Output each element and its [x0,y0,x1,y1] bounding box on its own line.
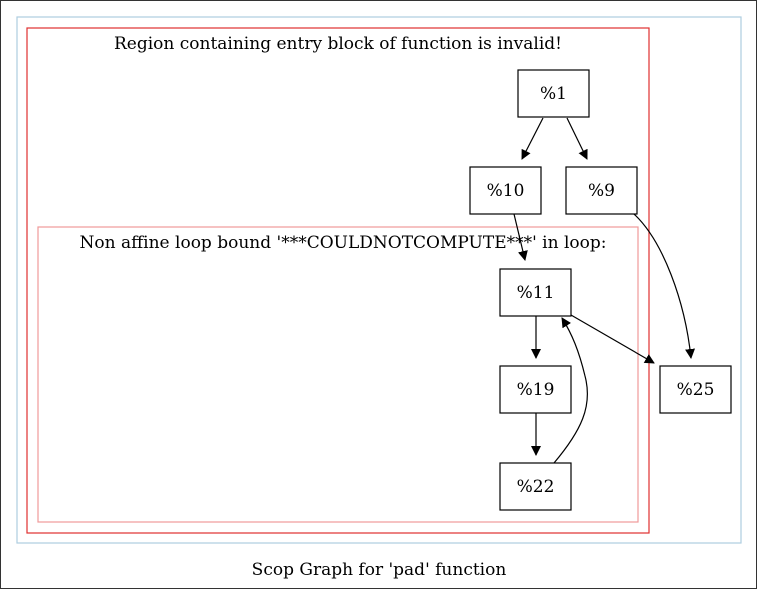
node-19: %19 [499,365,572,414]
edge-1-9 [566,117,588,160]
loop-cluster-label: Non affine loop bound '***COULDNOTCOMPUT… [80,233,607,253]
node-label: %11 [517,283,555,303]
edge-9-25 [633,213,696,359]
region-cluster-label: Region containing entry block of functio… [114,34,562,54]
edge-1-10 [521,117,544,160]
node-label: %9 [588,181,615,201]
node-25: %25 [659,365,732,414]
graph-caption: Scop Graph for 'pad' function [252,560,507,580]
node-label: %19 [517,380,555,400]
edge-10-11 [513,213,528,261]
node-label: %10 [487,181,525,201]
node-10: %10 [469,166,542,215]
node-22: %22 [499,462,572,511]
node-9: %9 [565,166,638,215]
node-11: %11 [499,268,572,317]
loop-cluster [37,226,639,523]
region-cluster [26,27,650,534]
node-1: %1 [517,69,590,118]
edge-22-11 [553,317,589,464]
outer-cluster [16,16,742,544]
node-label: %25 [677,380,715,400]
node-label: %1 [540,84,567,104]
node-label: %22 [517,477,555,497]
edge-11-25 [570,314,655,364]
